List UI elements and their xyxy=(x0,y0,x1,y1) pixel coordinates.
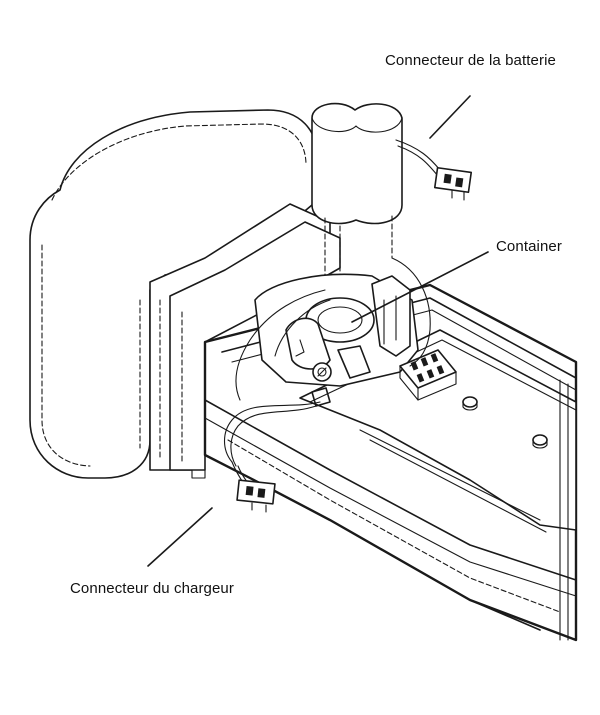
container-assembly xyxy=(254,273,419,407)
leader-container xyxy=(351,251,489,323)
battery-connector-label: Connecteur de la batterie xyxy=(385,52,556,69)
battery-connector xyxy=(395,139,473,201)
leader-lines xyxy=(147,95,489,567)
charger-connector-label: Connecteur du chargeur xyxy=(70,580,234,597)
charger-connector xyxy=(231,461,276,513)
leader-battery xyxy=(429,95,471,139)
leader-charger xyxy=(147,507,213,567)
battery-pack xyxy=(311,102,403,301)
internal-wiring xyxy=(223,257,431,467)
tray-connector-block xyxy=(399,349,457,401)
tray-studs xyxy=(462,396,548,449)
container-label: Container xyxy=(496,238,562,255)
